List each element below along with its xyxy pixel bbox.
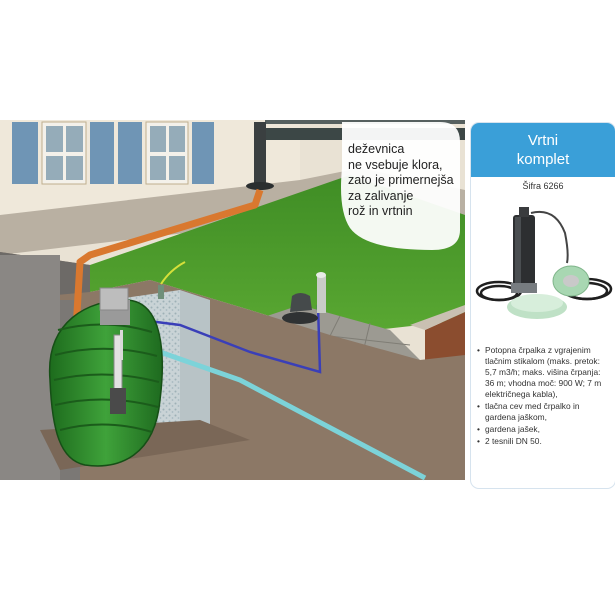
list-item: tlačna cev med črpalko in gardena jaškom…	[477, 401, 609, 423]
shaft-lid	[99, 287, 129, 311]
callout-line: ne vsebuje klora,	[348, 157, 443, 172]
garden-tap	[282, 272, 326, 324]
shaft-lid-icon	[507, 265, 590, 319]
callout-bubble: deževnica ne vsebuje klora, zato je prim…	[336, 118, 464, 254]
callout-line: deževnica	[348, 142, 405, 156]
window-right	[118, 121, 214, 185]
callout-line: rož in vrtnin	[348, 204, 413, 218]
sprinkler	[158, 261, 186, 299]
hose-blue	[124, 304, 322, 374]
list-item: Potopna črpalka z vgrajenim tlačnim stik…	[477, 345, 609, 400]
product-panel: Vrtni komplet Šifra 6266 Potopna črpalka	[470, 122, 615, 489]
rainwater-tank	[48, 287, 164, 467]
panel-title: Vrtni komplet	[471, 123, 615, 177]
pump-icon	[511, 207, 537, 293]
downpipe	[254, 122, 266, 184]
callout-line: za zalivanje	[348, 188, 414, 203]
hose-icon	[530, 211, 569, 264]
product-code: Šifra 6266	[522, 181, 564, 191]
panel-title-line: komplet	[516, 151, 570, 168]
callout-text: deževnica ne vsebuje klora, zato je prim…	[348, 142, 458, 220]
product-image	[475, 207, 613, 319]
feature-list: Potopna črpalka z vgrajenim tlačnim stik…	[477, 345, 609, 448]
pipe-cyan	[139, 342, 427, 481]
window-left	[12, 121, 114, 185]
list-item: gardena jašek,	[477, 424, 609, 435]
list-item: 2 tesnili DN 50.	[477, 436, 609, 447]
callout-line: zato je primernejša	[348, 173, 454, 187]
bubble-shape	[341, 122, 460, 250]
panel-title-line: Vrtni	[527, 132, 559, 149]
